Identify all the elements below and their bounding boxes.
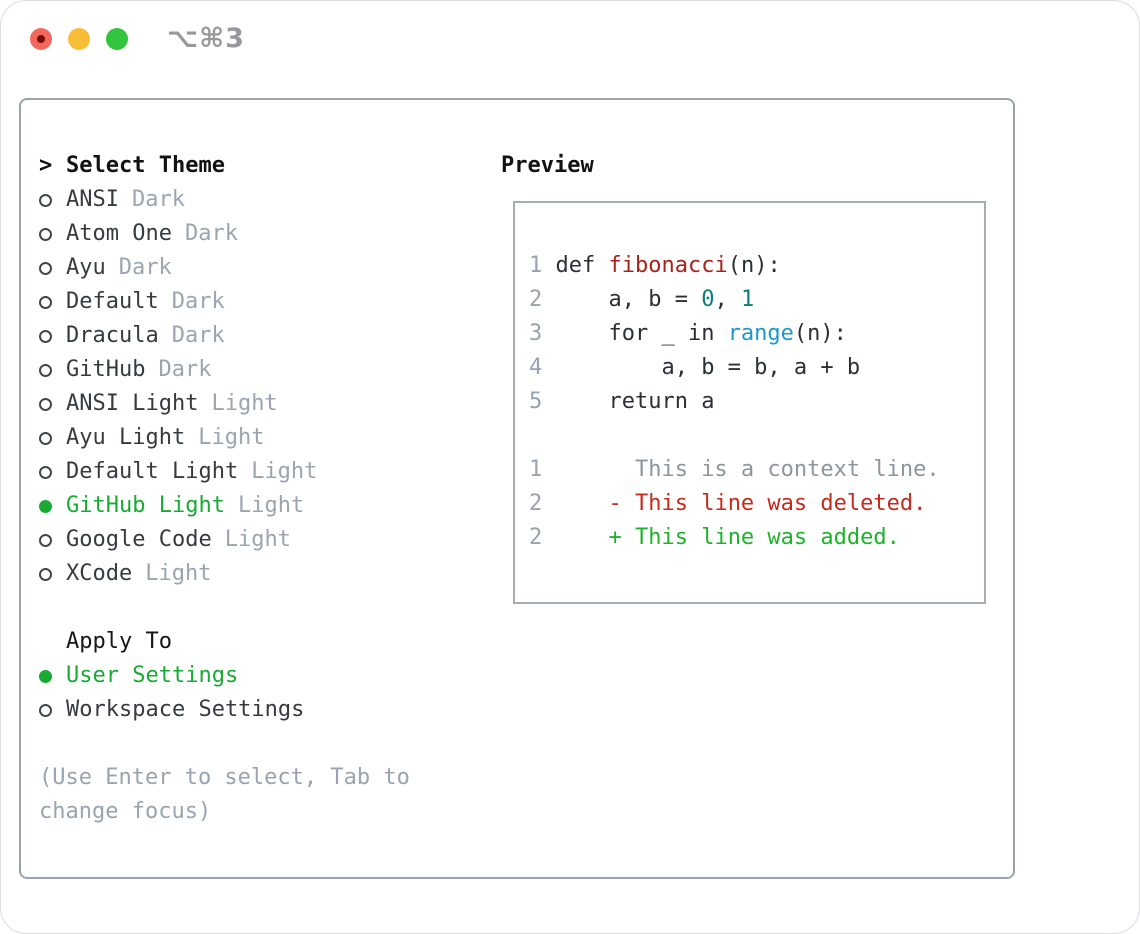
option-variant-label: Dark (158, 357, 212, 382)
option-variant-label: Light (211, 391, 278, 416)
focus-cursor-icon: > (39, 153, 53, 178)
apply-to-option[interactable]: User Settings (39, 659, 483, 693)
preview-line: 1 def fibonacci(n): (529, 253, 781, 278)
option-label: GitHub (66, 357, 146, 382)
preview-line: 2 - This line was deleted. (529, 491, 927, 516)
option-variant-label: Light (224, 527, 291, 552)
theme-option[interactable]: XCode Light (39, 557, 483, 591)
preview-line: 2 a, b = 0, 1 (529, 287, 755, 312)
preview-line: 4 a, b = b, a + b (529, 355, 861, 380)
radio-icon (39, 295, 66, 309)
theme-list-title: Select Theme (66, 153, 225, 178)
option-label: Default Light (66, 459, 239, 484)
option-variant-label: Dark (171, 323, 225, 348)
radio-selected-icon (39, 499, 66, 513)
titlebar: ⌥⌘3 (1, 1, 1139, 81)
radio-icon (39, 465, 66, 479)
traffic-lights (30, 28, 128, 50)
radio-icon (39, 261, 66, 275)
keyboard-hint: (Use Enter to select, Tab to change focu… (39, 765, 410, 824)
theme-option[interactable]: Atom One Dark (39, 217, 483, 251)
option-label: XCode (66, 561, 133, 586)
option-label: User Settings (66, 663, 239, 688)
option-label: ANSI Light (66, 391, 199, 416)
radio-icon (39, 363, 66, 377)
preview-box: 1 def fibonacci(n): 2 a, b = 0, 1 3 for _ … (513, 201, 986, 604)
apply-to-title: Apply To (66, 629, 172, 654)
option-label: Ayu (66, 255, 106, 280)
radio-icon (39, 193, 66, 207)
theme-option[interactable]: Google Code Light (39, 523, 483, 557)
theme-option[interactable]: Default Dark (39, 285, 483, 319)
option-variant-label: Dark (131, 187, 185, 212)
apply-to-header-row: Apply To (39, 625, 483, 659)
option-variant-label: Dark (184, 221, 238, 246)
theme-option[interactable]: GitHub Light Light (39, 489, 483, 523)
option-variant-label: Dark (171, 289, 225, 314)
apply-to-option[interactable]: Workspace Settings (39, 693, 483, 727)
option-label: Dracula (66, 323, 159, 348)
option-variant-label: Light (251, 459, 318, 484)
preview-line: 1 This is a context line. (529, 457, 940, 482)
theme-option[interactable]: Dracula Dark (39, 319, 483, 353)
preview-line: 3 for _ in range(n): (529, 321, 847, 346)
option-variant-label: Light (145, 561, 212, 586)
close-button[interactable] (30, 28, 52, 50)
option-variant-label: Light (198, 425, 265, 450)
theme-option[interactable]: ANSI Dark (39, 183, 483, 217)
radio-icon (39, 567, 66, 581)
option-variant-label: Dark (118, 255, 172, 280)
minimize-button[interactable] (68, 28, 90, 50)
option-label: Workspace Settings (66, 697, 305, 722)
option-label: Google Code (66, 527, 212, 552)
theme-option[interactable]: Ayu Light Light (39, 421, 483, 455)
radio-icon (39, 703, 66, 717)
option-label: Atom One (66, 221, 172, 246)
preview-line (529, 419, 984, 453)
theme-option[interactable]: Ayu Dark (39, 251, 483, 285)
radio-icon (39, 533, 66, 547)
radio-icon (39, 329, 66, 343)
option-label: Default (66, 289, 159, 314)
radio-icon (39, 227, 66, 241)
theme-option[interactable]: GitHub Dark (39, 353, 483, 387)
radio-selected-icon (39, 669, 66, 683)
window-title: ⌥⌘3 (167, 23, 245, 54)
zoom-button[interactable] (106, 28, 128, 50)
theme-list-header[interactable]: > Select Theme (39, 149, 483, 183)
preview-line: 5 return a (529, 389, 715, 414)
preview-title: Preview (501, 153, 594, 178)
theme-option[interactable]: Default Light Light (39, 455, 483, 489)
option-label: ANSI (66, 187, 119, 212)
option-label: GitHub Light (66, 493, 225, 518)
option-label: Ayu Light (66, 425, 186, 450)
radio-icon (39, 397, 66, 411)
theme-option[interactable]: ANSI Light Light (39, 387, 483, 421)
preview-line: 2 + This line was added. (529, 525, 900, 550)
option-variant-label: Light (237, 493, 305, 518)
radio-icon (39, 431, 66, 445)
